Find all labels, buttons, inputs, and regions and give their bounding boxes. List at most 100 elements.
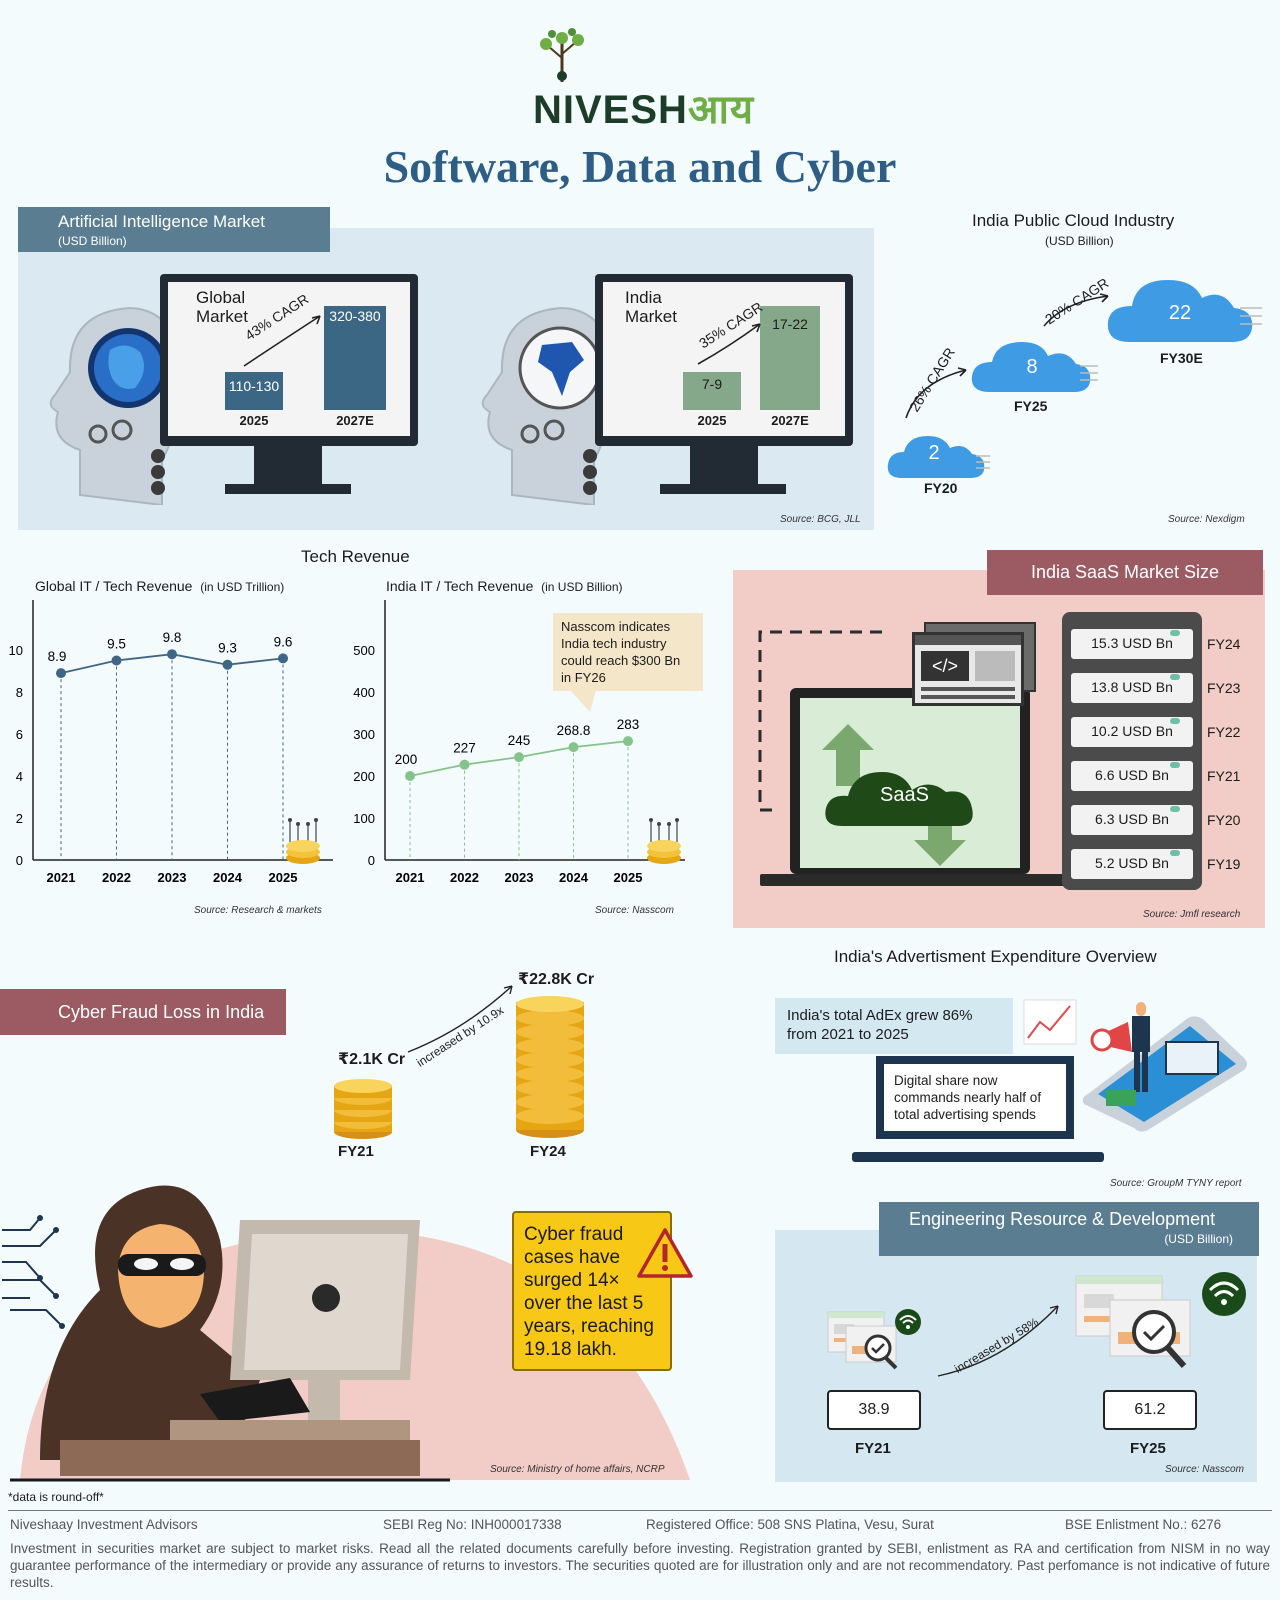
cloud-source: Source: Nexdigm [1168, 514, 1245, 525]
coin-chip-icon [647, 818, 681, 864]
data-point [459, 759, 470, 770]
browser-window: </> [912, 632, 1024, 706]
y-tick-label: 6 [16, 727, 23, 742]
cyber-note-line: cases have [524, 1247, 621, 1268]
saas-year: FY24 [1207, 636, 1241, 652]
browser-titlebar [915, 635, 1021, 645]
data-point [514, 752, 524, 763]
saas-value: 10.2 USD Bn [1068, 714, 1196, 750]
coin-stack-icon [516, 996, 584, 1138]
saas-year: FY21 [1207, 768, 1241, 784]
y-tick-label: 2 [16, 811, 23, 826]
digital-line: Digital share now [894, 1073, 998, 1088]
data-label: 8.9 [48, 649, 67, 664]
cyber-fy21-value: ₹2.1K Cr [338, 1051, 406, 1068]
y-tick-label: 4 [16, 769, 23, 784]
data-label: 245 [508, 733, 531, 748]
cyber-fy24-value: ₹22.8K Cr [518, 971, 595, 988]
y-tick-label: 0 [368, 853, 375, 868]
cyber-heading: Cyber Fraud Loss in India [0, 989, 286, 1035]
y-tick-label: 8 [16, 685, 23, 700]
x-tick-label: 2021 [396, 870, 425, 885]
y-tick-label: 500 [353, 643, 375, 658]
global-market-label: Global Market [196, 288, 248, 326]
callout-line: in FY26 [561, 670, 606, 685]
india-chart-source: Source: Nasscom [595, 905, 674, 916]
laptop-base [760, 874, 1070, 886]
x-tick-label: 2022 [102, 870, 131, 885]
data-label: 200 [395, 752, 418, 767]
saas-value: 13.8 USD Bn [1068, 670, 1196, 706]
cloud-unit: (USD Billion) [1045, 234, 1114, 248]
eng-fy25-value: 61.2 [1103, 1390, 1197, 1430]
cyber-note-line: 19.18 lakh. [524, 1339, 617, 1360]
callout-pointer [570, 690, 596, 712]
india-label-1: India [625, 288, 662, 307]
monitor-base [660, 484, 786, 494]
india-bar-2025 [683, 372, 741, 410]
india-chart-title: India IT / Tech Revenue (in USD Billion) [386, 578, 623, 594]
india-year-1: 2025 [697, 413, 727, 428]
search-web-icon [1075, 1272, 1246, 1368]
saas-value: 15.3 USD Bn [1068, 626, 1196, 662]
global-bar-2027 [324, 306, 386, 410]
y-tick-label: 200 [353, 769, 375, 784]
india-year-2: 2027E [771, 413, 809, 428]
global-year-2: 2027E [336, 413, 374, 428]
cyber-fy24: FY24 [530, 1143, 566, 1160]
eng-fy21-value: 38.9 [827, 1390, 921, 1430]
server-led [1170, 850, 1180, 856]
callout-line: Nasscom indicates [561, 619, 671, 634]
saas-year: FY20 [1207, 812, 1241, 828]
global-chart-title-text: Global IT / Tech Revenue [35, 578, 193, 594]
data-point [167, 649, 177, 660]
data-point [278, 653, 288, 664]
coin-chip-icon [286, 818, 320, 864]
data-label: 268.8 [557, 723, 591, 738]
adex-line: India's total AdEx grew 86% [787, 1007, 973, 1024]
data-point [56, 668, 66, 679]
cagr-arrow [1043, 293, 1109, 327]
warning-icon [637, 1228, 693, 1278]
y-tick-label: 10 [9, 643, 23, 658]
india-bar2-value: 17-22 [772, 316, 808, 332]
cyber-note-line: Cyber fraud [524, 1224, 624, 1245]
cagr-arrow [697, 323, 761, 365]
cloud-year-fy30e: FY30E [1160, 350, 1203, 366]
server-led [1170, 762, 1180, 768]
tech-revenue-heading: Tech Revenue [301, 547, 410, 566]
data-label: 283 [617, 717, 640, 732]
india-bar1-value: 7-9 [701, 376, 723, 392]
phone-marketing-icon [1082, 1002, 1247, 1132]
monitor-stand [690, 446, 758, 486]
y-tick-label: 100 [353, 811, 375, 826]
footer-office: Registered Office: 508 SNS Platina, Vesu… [646, 1517, 934, 1532]
increase-arrow [937, 1305, 1059, 1377]
eng-source: Source: Nasscom [1165, 1464, 1244, 1475]
adex-growth-box: India's total AdEx grew 86% from 2021 to… [775, 998, 1013, 1054]
global-bar-2025 [225, 372, 283, 410]
eng-fy25: FY25 [1130, 1440, 1166, 1457]
chart-icon [1023, 999, 1077, 1045]
saas-label: SaaS [880, 784, 929, 806]
tree-icon [540, 28, 584, 82]
x-tick-label: 2023 [505, 870, 534, 885]
saas-year: FY19 [1207, 856, 1241, 872]
coin-stack-icon [334, 1079, 392, 1139]
cloud-year-fy20: FY20 [924, 480, 958, 496]
cloud-icon [971, 342, 1098, 392]
x-tick-label: 2025 [614, 870, 643, 885]
saas-value: 6.6 USD Bn [1068, 758, 1196, 794]
server-led [1170, 718, 1180, 724]
saas-heading: India SaaS Market Size [987, 550, 1263, 595]
global-chart-source: Source: Research & markets [194, 905, 322, 916]
dashed-connector [758, 630, 882, 812]
x-tick-label: 2024 [559, 870, 589, 885]
footer-sebi: SEBI Reg No: INH000017338 [383, 1517, 562, 1532]
cloud-value-fy20: 2 [928, 442, 940, 464]
cyber-note-line: over the last 5 [524, 1293, 644, 1314]
india-market-label: India Market [625, 288, 677, 326]
digital-share-box: Digital share now commands nearly half o… [876, 1056, 1074, 1139]
robot-head-icon [481, 306, 612, 505]
